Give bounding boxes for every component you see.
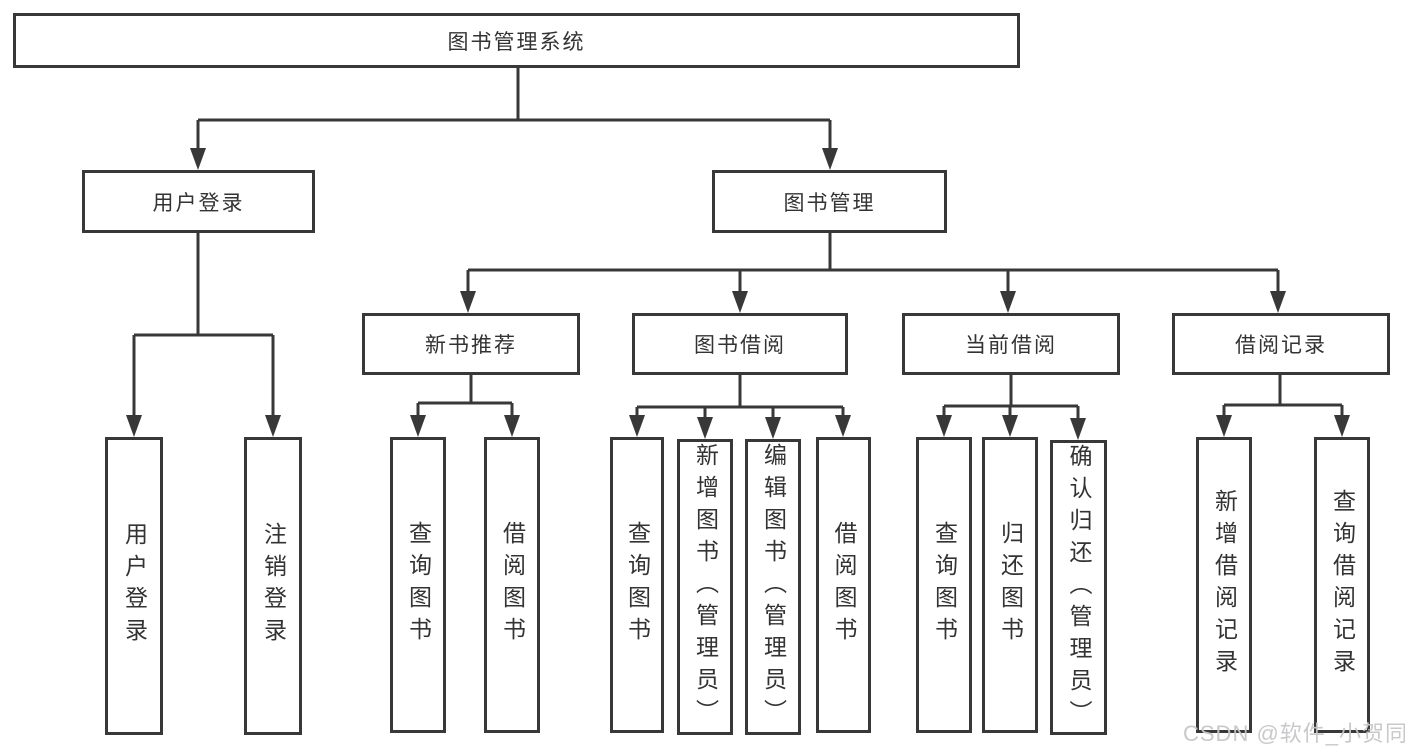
node-root-system: 图书管理系统 [13,13,1020,68]
arrow-to-br-add-record [1216,405,1232,437]
leaf-bb-borrow-books-label: 借阅图书 [831,521,857,649]
node-current-borrow-label: 当前借阅 [965,334,1057,357]
leaf-nb-query-books: 查询图书 [390,437,446,733]
node-user-login-label: 用户登录 [152,191,245,215]
leaf-cb-confirm-return-admin: 确认归还（管理员） [1050,440,1107,735]
leaf-nb-borrow-books-label: 借阅图书 [499,521,526,649]
leaf-br-query-record-label: 查询借阅记录 [1329,489,1356,681]
arrow-to-cb-confirm-return [1070,406,1086,440]
arrow-to-user-login [190,120,206,170]
arrow-to-leaf-logout [265,335,281,437]
leaf-br-add-record-label: 新增借阅记录 [1211,489,1238,681]
arrow-to-nb-query-books [410,403,426,437]
arrow-to-bb-edit-books [765,407,781,439]
leaf-bb-edit-books-admin: 编辑图书（管理员） [745,439,801,735]
arrow-to-bb-borrow-books [835,407,851,437]
leaf-br-add-record: 新增借阅记录 [1196,437,1252,733]
node-book-borrow: 图书借阅 [632,313,848,375]
leaf-logout-label: 注销登录 [260,522,287,650]
node-borrow-records: 借阅记录 [1172,313,1390,375]
arrow-to-bb-query-books [629,407,645,437]
csdn-watermark: CSDN @软件_小贺同学 [1183,721,1405,746]
leaf-logout: 注销登录 [244,437,302,735]
leaf-user-login-label: 用户登录 [121,522,148,650]
leaf-bb-query-books-label: 查询图书 [624,521,651,649]
leaf-cb-query-books-label: 查询图书 [931,521,958,649]
leaf-bb-query-books: 查询图书 [610,437,664,733]
leaf-cb-confirm-return-admin-label: 确认归还（管理员） [1066,443,1092,732]
arrow-to-bb-add-books [697,407,713,439]
arrow-to-new-book-recommend [460,270,476,313]
leaf-br-query-record: 查询借阅记录 [1314,437,1370,733]
leaf-nb-borrow-books: 借阅图书 [484,437,540,733]
node-book-borrow-label: 图书借阅 [694,334,786,357]
arrow-to-book-management [822,120,838,170]
node-borrow-records-label: 借阅记录 [1235,334,1327,357]
leaf-bb-add-books-admin: 新增图书（管理员） [677,439,733,735]
node-book-management-label: 图书管理 [783,191,876,215]
arrow-to-cb-query-books [936,406,952,437]
arrow-to-br-query-record [1334,405,1350,437]
leaf-bb-edit-books-admin-label: 编辑图书（管理员） [760,443,787,731]
leaf-user-login: 用户登录 [105,437,163,735]
arrow-to-leaf-user-login [126,335,142,437]
arrow-to-current-borrow [1000,270,1016,313]
arrow-to-cb-return-books [1002,406,1018,437]
leaf-bb-add-books-admin-label: 新增图书（管理员） [692,443,719,731]
node-new-book-recommend: 新书推荐 [362,313,580,375]
node-new-book-recommend-label: 新书推荐 [425,334,517,357]
node-current-borrow: 当前借阅 [902,313,1120,375]
leaf-cb-query-books: 查询图书 [916,437,972,733]
node-user-login: 用户登录 [82,170,315,233]
arrow-to-book-borrow [732,270,748,313]
arrow-to-borrow-records [1270,270,1286,313]
leaf-bb-borrow-books: 借阅图书 [816,437,871,733]
leaf-cb-return-books-label: 归还图书 [997,521,1024,649]
leaf-cb-return-books: 归还图书 [982,437,1038,733]
node-root-system-label: 图书管理系统 [447,30,586,54]
leaf-nb-query-books-label: 查询图书 [405,521,432,649]
arrow-to-nb-borrow-books [504,403,520,437]
node-book-management: 图书管理 [712,170,947,233]
